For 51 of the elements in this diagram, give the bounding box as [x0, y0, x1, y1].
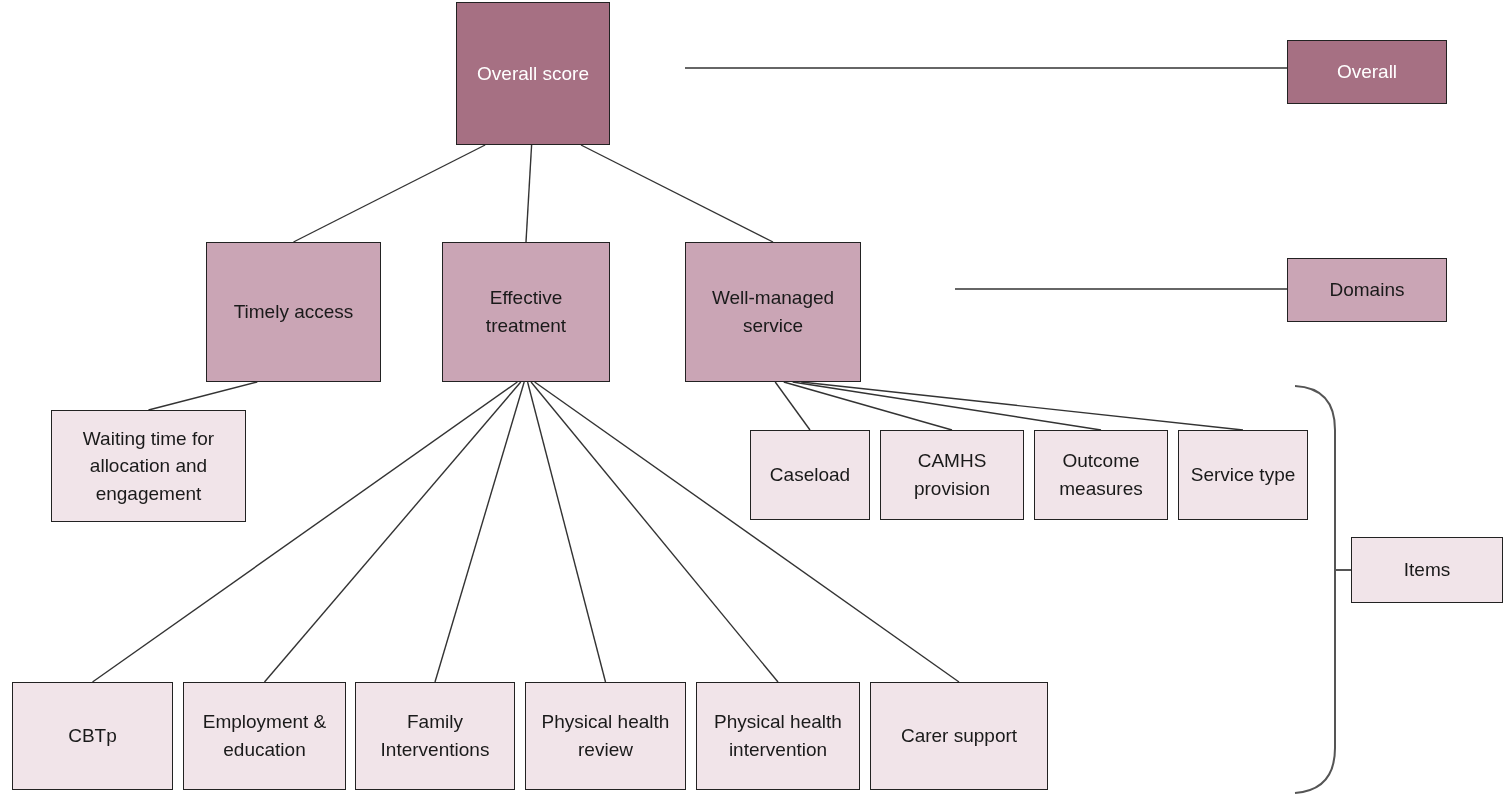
- box-label: Caseload: [769, 463, 851, 488]
- domain-box: [442, 242, 610, 382]
- connector-line: [791, 381, 1102, 431]
- box-label: Physical health intervention: [713, 710, 843, 762]
- connector-line: [533, 381, 960, 683]
- connector-line: [525, 144, 533, 243]
- item-box: [51, 410, 246, 522]
- item-box: [1351, 537, 1503, 603]
- item-box: [12, 682, 173, 790]
- box-label: Effective treatment: [484, 286, 568, 338]
- box-label: CAMHS provision: [912, 449, 991, 501]
- box-label: Timely access: [233, 300, 354, 325]
- level-box: [1287, 40, 1447, 104]
- connector-line: [526, 381, 607, 683]
- connector-line: [954, 288, 1288, 290]
- box-label: Overall: [1336, 60, 1398, 85]
- box-label: Well-managed service: [710, 286, 836, 338]
- box-label: Physical health review: [540, 710, 671, 762]
- level-box: [456, 2, 610, 145]
- box-label: Employment & education: [201, 710, 328, 762]
- connector-line: [91, 381, 519, 683]
- item-box: [183, 682, 346, 790]
- connector-line: [684, 67, 1288, 69]
- domain-box: [206, 242, 381, 382]
- item-box: [355, 682, 515, 790]
- box-label: Family Interventions: [379, 710, 491, 762]
- item-box: [525, 682, 686, 790]
- connector-line: [147, 381, 258, 411]
- item-box: [696, 682, 860, 790]
- connector-line: [434, 381, 525, 683]
- domain-box: [685, 242, 861, 382]
- connector-line: [783, 381, 953, 431]
- connector-line: [292, 144, 486, 243]
- box-label: Domains: [1329, 278, 1405, 303]
- item-box: [750, 430, 870, 520]
- box-label: Items: [1403, 558, 1451, 583]
- connector-line: [774, 381, 811, 431]
- item-box: [1178, 430, 1308, 520]
- box-label: Overall score: [477, 61, 589, 86]
- item-box: [880, 430, 1024, 520]
- box-label: Outcome measures: [1058, 449, 1144, 501]
- connector-line: [530, 381, 779, 683]
- box-label: Carer support: [900, 724, 1018, 749]
- box-label: CBTp: [68, 724, 117, 749]
- connector-line: [263, 381, 522, 683]
- domain-box: [1287, 258, 1447, 322]
- box-label: Waiting time for allocation and engagement: [81, 426, 216, 506]
- connector-line: [580, 144, 774, 243]
- item-box: [1034, 430, 1168, 520]
- item-box: [870, 682, 1048, 790]
- box-label: Service type: [1190, 463, 1296, 488]
